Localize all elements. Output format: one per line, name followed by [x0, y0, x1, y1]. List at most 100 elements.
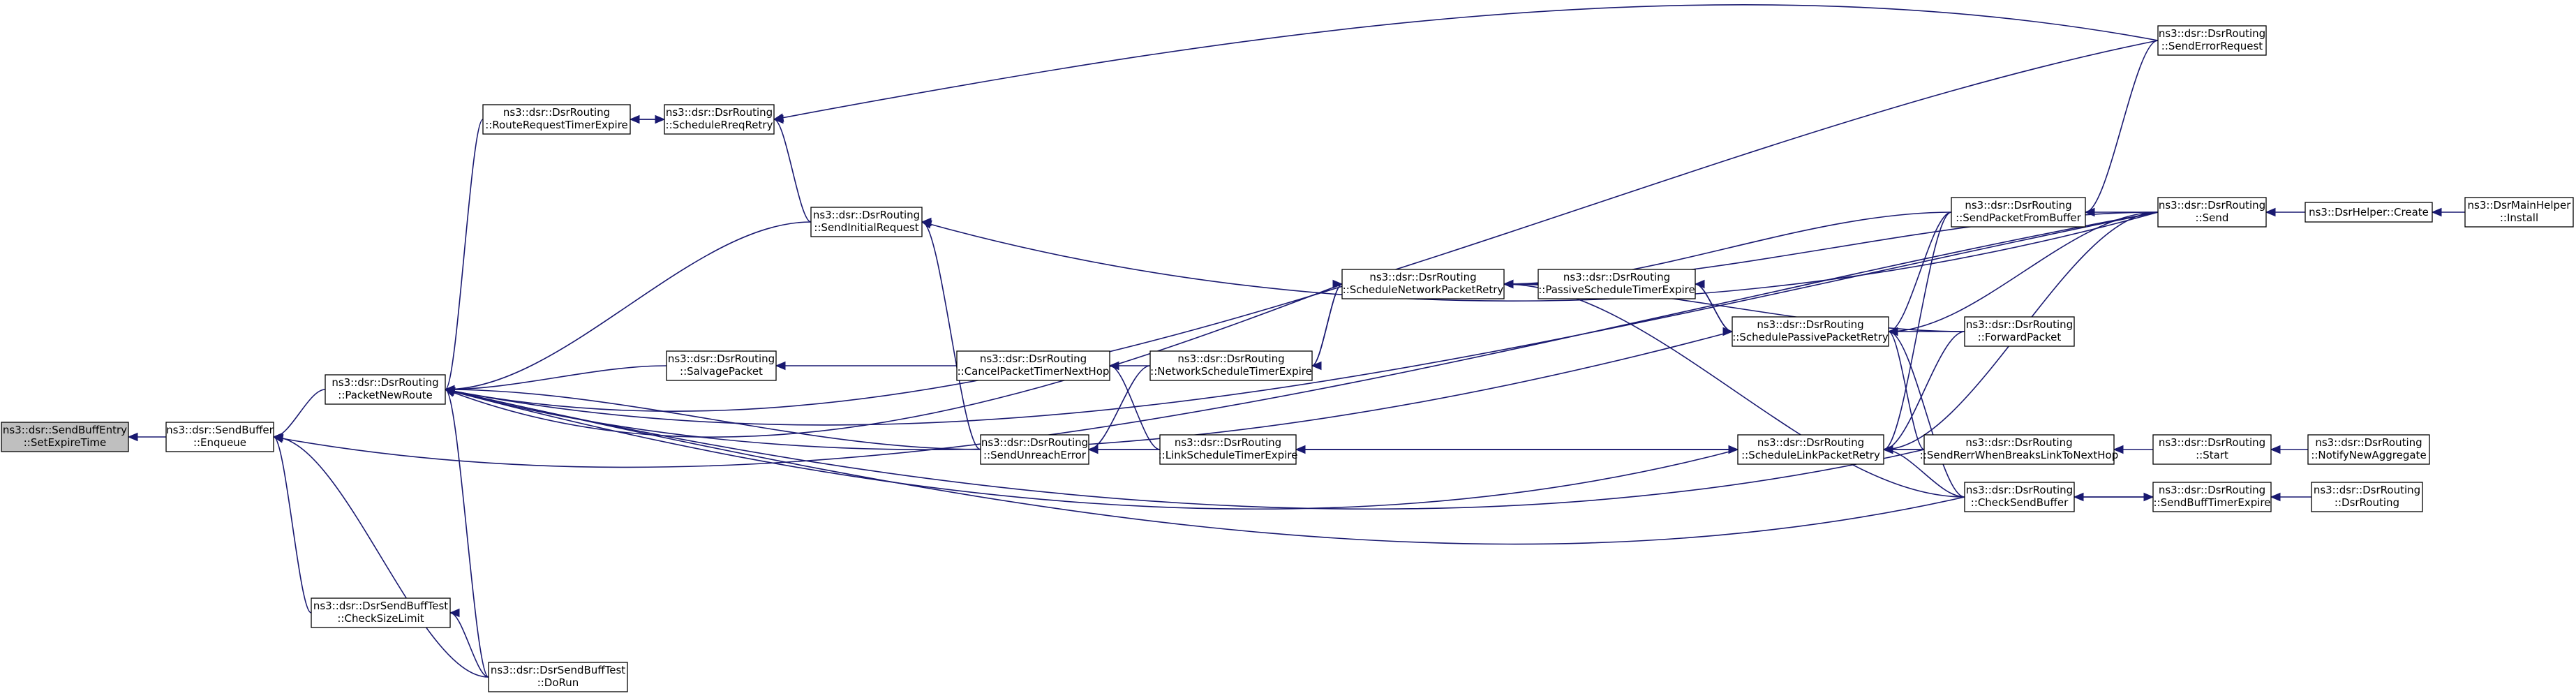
node-box — [2311, 482, 2423, 512]
node-senderrorrequest[interactable]: ns3::dsr::DsrRouting::SendErrorRequest — [2157, 25, 2267, 56]
node-sendpacketfrombuffer[interactable]: ns3::dsr::DsrRouting::SendPacketFromBuff… — [1951, 197, 2086, 228]
node-box — [325, 374, 446, 405]
edge-line — [445, 211, 2159, 426]
node-dorun[interactable]: ns3::dsr::DsrSendBuffTest::DoRun — [488, 662, 628, 692]
node-networkscheduletimerexpire[interactable]: ns3::dsr::DsrRouting::NetworkScheduleTim… — [1149, 350, 1313, 381]
node-box — [1149, 350, 1313, 381]
node-label-1: ns3::dsr::DsrRouting — [332, 376, 438, 389]
node-label-2: ::ScheduleNetworkPacketRetry — [1343, 283, 1504, 296]
node-label-1: ns3::dsr::DsrRouting — [1757, 436, 1864, 449]
node-sendunreacherror[interactable]: ns3::dsr::DsrRouting::SendUnreachError — [980, 434, 1089, 465]
node-label-2: ::SendRerrWhenBreaksLinkToNextHop — [1920, 449, 2119, 461]
node-label-1: ns3::dsr::DsrRouting — [1966, 484, 2073, 496]
edge-line — [445, 389, 981, 450]
arrowhead — [444, 385, 455, 394]
node-box — [2305, 202, 2433, 223]
node-box — [1964, 316, 2075, 347]
node-sendbufftimerexpire[interactable]: ns3::dsr::DsrRouting::SendBuffTimerExpir… — [2152, 482, 2272, 512]
node-schedulelinkpacketretry[interactable]: ns3::dsr::DsrRouting::ScheduleLinkPacket… — [1737, 434, 1884, 465]
node-dsrhelpercreate[interactable]: ns3::DsrHelper::Create — [2305, 202, 2433, 223]
node-label-1: ns3::dsr::DsrRouting — [666, 106, 773, 119]
node-label-2: ::DsrRouting — [2335, 496, 2399, 509]
node-label-2: ::PacketNewRoute — [338, 389, 432, 401]
arrowhead — [921, 217, 932, 227]
node-sendinitialrequest[interactable]: ns3::dsr::DsrRouting::SendInitialRequest — [810, 207, 923, 237]
node-box — [1737, 434, 1884, 465]
node-linkscheduletimerexpire[interactable]: ns3::dsr::DsrRouting::LinkScheduleTimerE… — [1159, 434, 1298, 465]
edge-dorun-to-enqueue — [272, 432, 489, 678]
node-send[interactable]: ns3::dsr::DsrRouting::Send — [2157, 197, 2267, 228]
node-box — [2464, 197, 2574, 228]
node-routerequesttimerexpire[interactable]: ns3::dsr::DsrRouting::RouteRequestTimerE… — [482, 104, 631, 135]
edge-line — [445, 283, 1343, 438]
node-label-2: ::LinkScheduleTimerExpire — [1159, 449, 1298, 461]
node-label-1: ns3::dsr::DsrRouting — [1965, 436, 2072, 449]
node-box — [488, 662, 628, 692]
node-label-2: ::SendUnreachError — [983, 449, 1087, 461]
edge-line — [921, 211, 2159, 302]
node-label-1: ns3::dsr::DsrRouting — [1177, 352, 1284, 365]
node-schedulepassivepacketretry[interactable]: ns3::dsr::DsrRouting::SchedulePassivePac… — [1732, 316, 1889, 347]
edge-line — [1088, 365, 1151, 450]
arrowhead — [2143, 492, 2154, 502]
edge-line — [1888, 331, 1925, 450]
edge-dorun-to-packetnewroute — [444, 385, 489, 678]
edge-line — [273, 211, 2159, 468]
node-label-1: ns3::dsr::DsrRouting — [2159, 27, 2265, 40]
edge-dsrroutingctor-to-sendbufftimerexpire — [2270, 492, 2311, 502]
node-box — [2157, 197, 2267, 228]
node-notifynewaggregate[interactable]: ns3::dsr::DsrRouting::NotifyNewAggregate — [2307, 434, 2430, 465]
node-label-1: ns3::DsrMainHelper — [2468, 199, 2572, 211]
edge-enqueue-to-setexpire — [127, 432, 166, 442]
edge-line — [445, 40, 2159, 412]
edge-routerequesttimerexpire-to-schedulerreqretry — [630, 114, 666, 124]
edge-line — [773, 4, 2159, 120]
arrowhead — [2113, 445, 2124, 454]
node-start[interactable]: ns3::dsr::DsrRouting::Start — [2152, 434, 2272, 465]
node-setexpire[interactable]: ns3::dsr::SendBuffEntry::SetExpireTime — [1, 422, 129, 452]
node-forwardpacket[interactable]: ns3::dsr::DsrRouting::ForwardPacket — [1964, 316, 2075, 347]
node-label-2: ::SchedulePassivePacketRetry — [1732, 331, 1889, 343]
arrowhead — [1108, 361, 1119, 371]
node-packetnewroute[interactable]: ns3::dsr::DsrRouting::PacketNewRoute — [325, 374, 446, 405]
node-passivescheduletimerexpire[interactable]: ns3::dsr::DsrRouting::PassiveScheduleTim… — [1538, 269, 1696, 299]
node-box — [1923, 434, 2115, 465]
node-enqueue[interactable]: ns3::dsr::SendBuffer::Enqueue — [165, 422, 274, 452]
edge-line — [1109, 365, 1161, 450]
node-dsrroutingctor[interactable]: ns3::dsr::DsrRouting::DsrRouting — [2311, 482, 2423, 512]
arrowhead — [655, 114, 666, 124]
node-label-1: ns3::dsr::DsrRouting — [1965, 199, 2071, 211]
arrowhead — [1332, 279, 1343, 289]
edge-line — [445, 389, 1925, 510]
node-label-2: ::Start — [2196, 449, 2228, 461]
edge-line — [921, 221, 981, 450]
node-box — [664, 104, 775, 135]
node-schedulerreqretry[interactable]: ns3::dsr::DsrRouting::ScheduleRreqRetry — [664, 104, 775, 135]
node-sendrerrwhenbreakslinktonexthop[interactable]: ns3::dsr::DsrRouting::SendRerrWhenBreaks… — [1920, 434, 2119, 465]
edge-line — [445, 221, 812, 390]
edge-sendinitialrequest-to-schedulerreqretry — [773, 114, 812, 223]
node-schedulenetworkpacketretry[interactable]: ns3::dsr::DsrRouting::ScheduleNetworkPac… — [1341, 269, 1505, 299]
arrowhead — [1503, 279, 1514, 289]
node-box — [2307, 434, 2430, 465]
node-label-2: ::ScheduleLinkPacketRetry — [1741, 449, 1880, 461]
node-checksizelimit[interactable]: ns3::dsr::DsrSendBuffTest::CheckSizeLimi… — [311, 597, 451, 628]
edge-line — [1883, 331, 1965, 450]
node-box — [980, 434, 1089, 465]
edge-line — [445, 389, 1739, 510]
node-label-1: ns3::dsr::DsrRouting — [813, 209, 920, 221]
node-dsrmainhelperinstall[interactable]: ns3::DsrMainHelper::Install — [2464, 197, 2574, 228]
edge-line — [445, 365, 667, 390]
node-box — [2152, 482, 2272, 512]
node-label-2: ::PassiveScheduleTimerExpire — [1538, 283, 1695, 296]
edge-line — [445, 389, 1965, 545]
node-label-1: ns3::dsr::DsrRouting — [980, 352, 1087, 365]
node-label-2: ::CheckSizeLimit — [337, 612, 424, 625]
node-box — [1159, 434, 1297, 465]
node-label-2: ::DoRun — [537, 676, 579, 689]
node-cancelpackettimernexthop[interactable]: ns3::dsr::DsrRouting::CancelPacketTimerN… — [956, 350, 1110, 381]
node-salvagepacket[interactable]: ns3::dsr::DsrRouting::SalvagePacket — [666, 350, 777, 381]
node-checksendbuffer[interactable]: ns3::dsr::DsrRouting::CheckSendBuffer — [1964, 482, 2075, 512]
arrowhead — [2270, 492, 2281, 502]
node-label-2: ::Send — [2196, 211, 2229, 224]
